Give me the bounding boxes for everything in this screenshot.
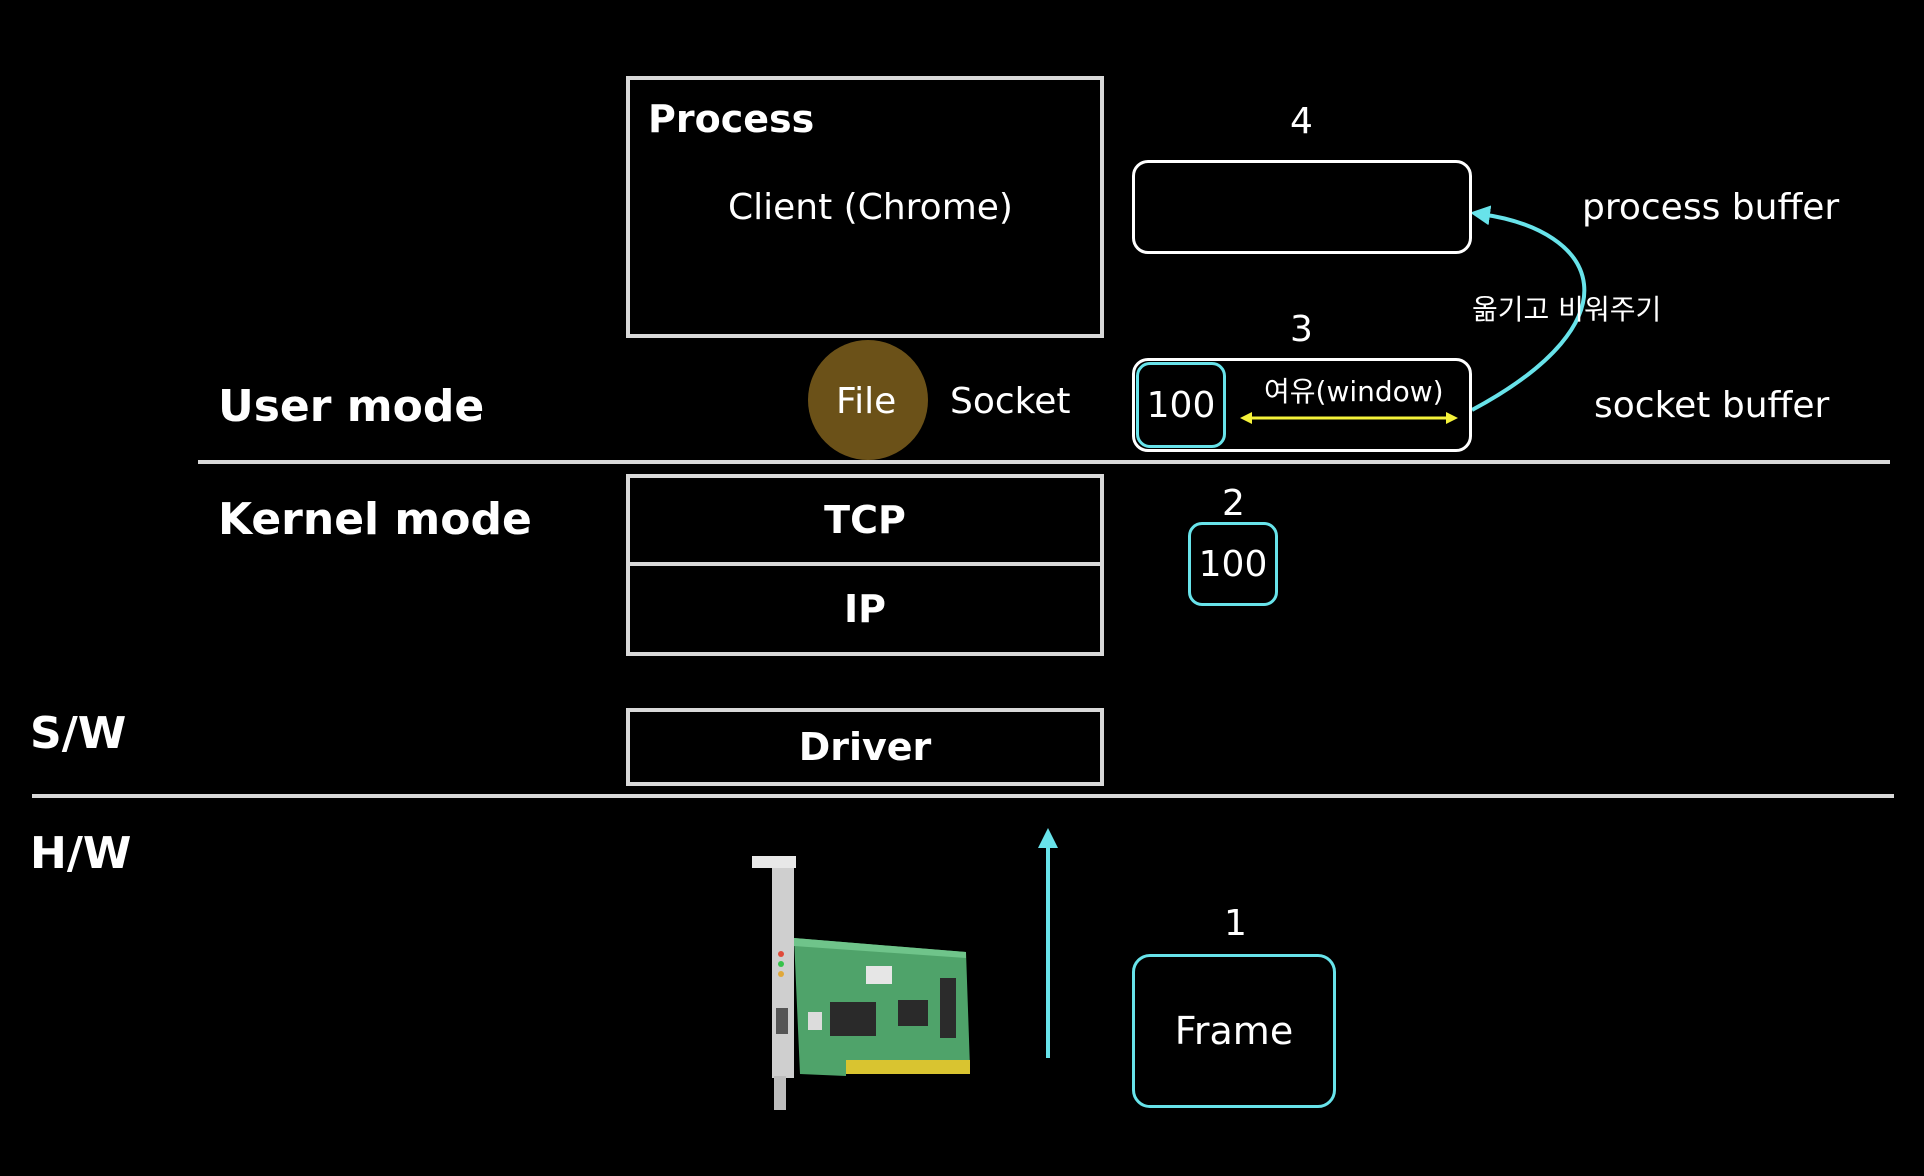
move-curve-arrow xyxy=(1470,205,1587,412)
sw-label: S/W xyxy=(30,708,127,759)
window-label: 여유(window) xyxy=(1264,375,1444,408)
move-label: 옮기고 비워주기 xyxy=(1472,293,1662,326)
step-1-label: 1 xyxy=(1224,903,1247,944)
driver-label: Driver xyxy=(798,725,932,769)
client-label: Client (Chrome) xyxy=(728,187,1013,228)
ip-label: IP xyxy=(844,587,886,631)
socket-buffer-box xyxy=(1132,358,1472,452)
socket-buffer-data: 100 xyxy=(1136,362,1226,448)
file-circle xyxy=(808,340,928,460)
process-buffer-label: process buffer xyxy=(1582,187,1840,228)
step-3-label: 3 xyxy=(1290,309,1313,350)
user-mode-label: User mode xyxy=(218,381,485,432)
kernel-data-value: 100 xyxy=(1198,543,1268,585)
driver-box: Driver xyxy=(626,708,1104,786)
process-buffer-box xyxy=(1132,160,1472,254)
kernel-mode-label: Kernel mode xyxy=(218,494,532,545)
tcp-box: TCP xyxy=(626,474,1104,566)
tcp-label: TCP xyxy=(824,498,906,542)
hw-label: H/W xyxy=(30,828,132,879)
file-label: File xyxy=(836,381,897,422)
socket-buffer-label: socket buffer xyxy=(1594,385,1830,426)
step-2-label: 2 xyxy=(1222,483,1245,524)
network-card-image xyxy=(752,856,970,1110)
frame-label: Frame xyxy=(1174,1009,1294,1053)
kernel-data-box: 100 xyxy=(1188,522,1278,606)
process-title: Process xyxy=(648,97,815,141)
frame-box: Frame xyxy=(1132,954,1336,1108)
step-4-label: 4 xyxy=(1290,101,1313,142)
socket-data-value: 100 xyxy=(1146,384,1216,426)
ip-box: IP xyxy=(626,562,1104,656)
process-box: Process Client (Chrome) xyxy=(626,76,1104,338)
socket-label: Socket xyxy=(950,381,1071,422)
